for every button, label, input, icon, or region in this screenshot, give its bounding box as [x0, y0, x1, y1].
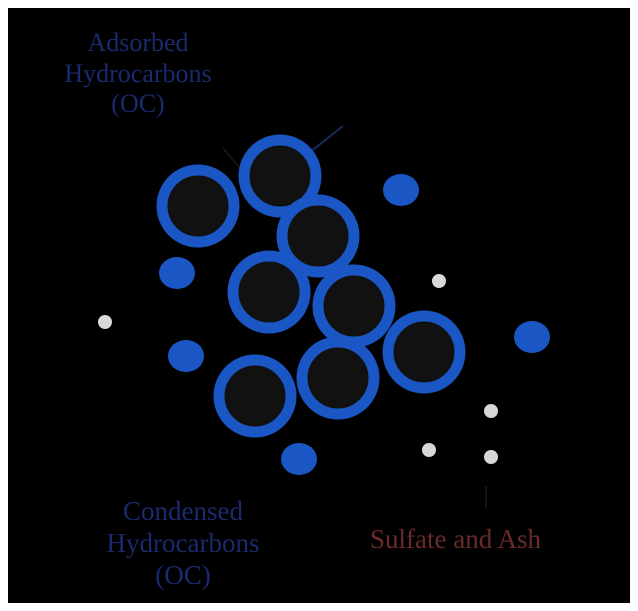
- ring-icon: [156, 164, 240, 248]
- blue-dot-icon: [281, 443, 317, 475]
- condensed-label-line-2: Hydrocarbons: [106, 527, 260, 558]
- coated-particle: [296, 336, 380, 420]
- adsorbed-hydrocarbons-label: Adsorbed Hydrocarbons (OC): [38, 28, 238, 120]
- gray-dot-icon: [484, 450, 498, 464]
- coated-particle: [156, 164, 240, 248]
- adsorbed-label-line-3: (OC): [111, 89, 165, 119]
- sulfate-ash-label: Sulfate and Ash: [370, 524, 541, 554]
- blue-dot-icon: [159, 257, 195, 289]
- condensed-hydrocarbons-label: Condensed Hydrocarbons (OC): [68, 496, 298, 592]
- blue-dot-icon: [168, 340, 204, 372]
- coated-particles: [156, 134, 466, 438]
- coated-particle: [238, 134, 322, 218]
- gray-dot-icon: [98, 315, 112, 329]
- ash-particles: [98, 274, 498, 464]
- condensed-droplets: [159, 174, 550, 475]
- condensed-label-line-3: (OC): [155, 559, 211, 590]
- blue-dot-icon: [514, 321, 550, 353]
- coated-particle: [227, 250, 311, 334]
- gray-dot-icon: [422, 443, 436, 457]
- blue-dot-icon: [383, 174, 419, 206]
- coated-particle: [213, 354, 297, 438]
- ring-icon: [276, 194, 360, 278]
- adsorbed-label-line-1: Adsorbed: [87, 28, 189, 57]
- coated-particle: [382, 310, 466, 394]
- ring-icon: [296, 336, 380, 420]
- ring-icon: [382, 310, 466, 394]
- coated-particle: [276, 194, 360, 278]
- ring-icon: [312, 264, 396, 348]
- gray-dot-icon: [432, 274, 446, 288]
- ring-icon: [213, 354, 297, 438]
- ring-icon: [238, 134, 322, 218]
- particle-diagram: [98, 125, 550, 508]
- gray-dot-icon: [484, 404, 498, 418]
- diagram-panel: Adsorbed Hydrocarbons (OC) Condensed Hyd…: [8, 8, 630, 603]
- condensed-label-line-1: Condensed: [123, 496, 243, 526]
- adsorbed-label-line-2: Hydrocarbons: [64, 58, 212, 88]
- coated-particle: [312, 264, 396, 348]
- ring-icon: [227, 250, 311, 334]
